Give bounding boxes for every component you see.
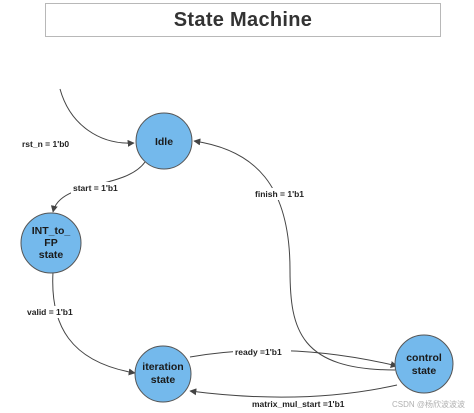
- state-circle: [134, 345, 192, 403]
- edge-control-to-iteration: [189, 384, 398, 398]
- diagram-title: State Machine: [173, 8, 313, 31]
- state-label: state: [39, 249, 64, 261]
- label-start: start = 1'b1: [73, 183, 118, 193]
- state-label: state: [412, 365, 437, 377]
- edge-int-to-fp-to-iteration: [52, 271, 136, 376]
- edge-iteration-to-control: [189, 349, 398, 368]
- state-label: control: [406, 352, 442, 364]
- state-label: iteration: [142, 361, 183, 373]
- state-label: state: [151, 374, 176, 386]
- label-reset: rst_n = 1'b0: [22, 139, 69, 149]
- label-ready: ready =1'b1: [235, 347, 282, 357]
- edge-control-to-idle: [193, 138, 396, 371]
- title-box: State Machine: [45, 3, 441, 37]
- state-label: FP: [44, 237, 57, 249]
- label-valid: valid = 1'b1: [27, 307, 73, 317]
- label-matrix-mul-start: matrix_mul_start =1'b1: [252, 399, 345, 409]
- state-int-to-fp: INT_to_ FP state: [20, 212, 82, 274]
- state-label: Idle: [155, 136, 173, 148]
- watermark: CSDN @杨欣波波波: [392, 399, 465, 409]
- state-iteration: iteration state: [134, 345, 192, 403]
- label-finish: finish = 1'b1: [255, 189, 304, 199]
- edge-labels: rst_n = 1'b0 start = 1'b1 valid = 1'b1 r…: [20, 138, 368, 410]
- state-control: control state: [394, 334, 454, 394]
- state-circle: [135, 112, 193, 170]
- state-circle: [394, 334, 454, 394]
- edges: [50, 88, 398, 398]
- state-circle: [20, 212, 82, 274]
- edge-reset: [59, 88, 135, 147]
- state-idle: Idle: [135, 112, 193, 170]
- state-label: INT_to_: [32, 225, 71, 237]
